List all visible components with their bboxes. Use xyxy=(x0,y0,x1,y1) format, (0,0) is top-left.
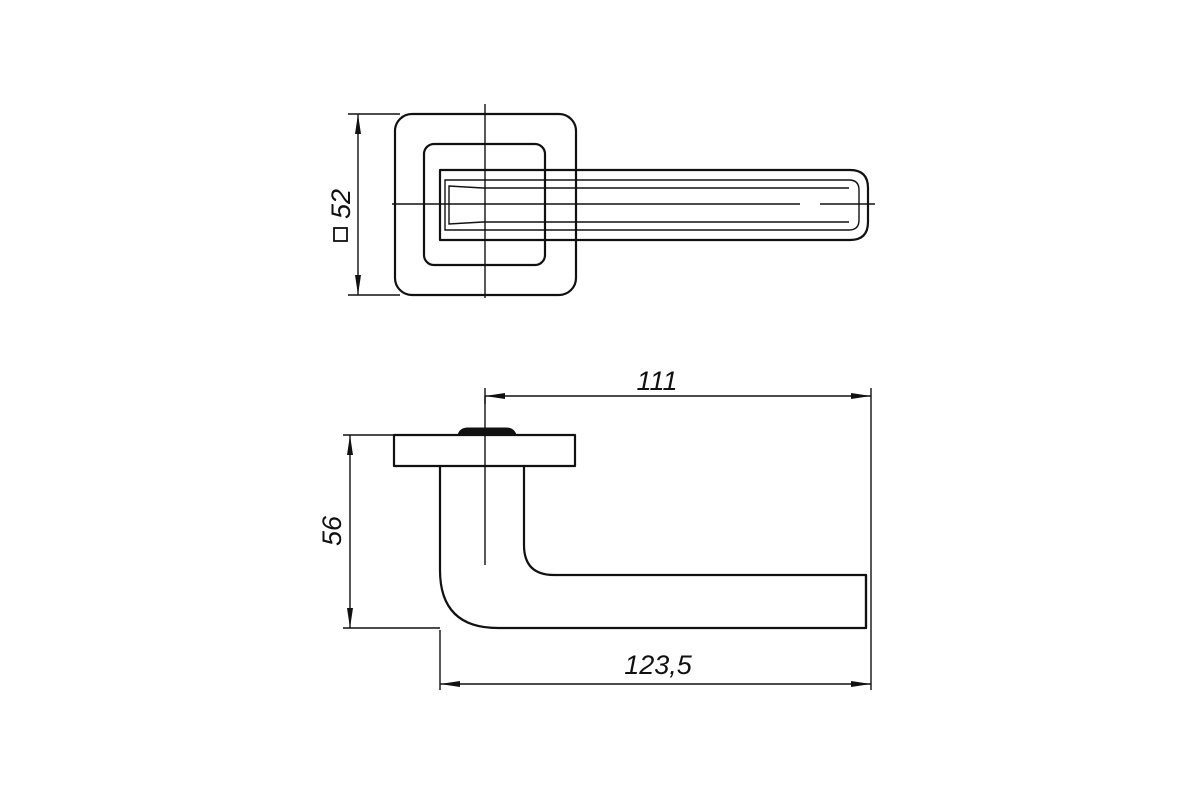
top-view: 52 xyxy=(326,104,875,298)
dim-111-label: 111 xyxy=(636,366,677,396)
side-view: 56 111 123,5 xyxy=(317,366,872,690)
handle-inner-outline xyxy=(444,179,860,231)
handle-outer-outline xyxy=(438,168,870,242)
lever-profile xyxy=(438,464,868,630)
dim-56-label: 56 xyxy=(317,515,347,546)
square-icon xyxy=(333,227,348,242)
handle-strip-left xyxy=(448,185,484,225)
spindle-cap xyxy=(457,427,517,436)
dim-123-5-label: 123,5 xyxy=(624,650,693,680)
dim-52-label: 52 xyxy=(326,189,356,219)
